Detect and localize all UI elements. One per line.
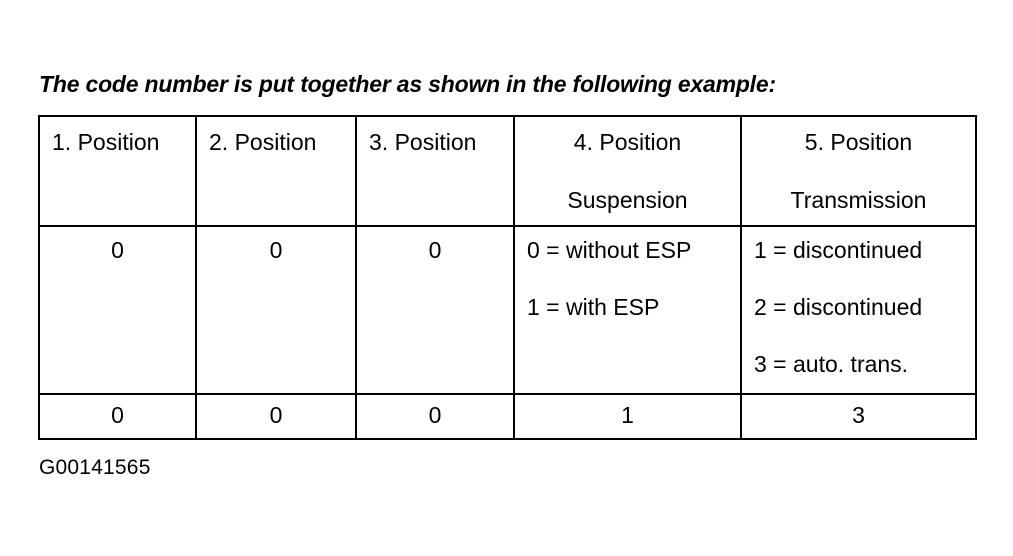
detail-option-suspension-1: 1 = with ESP [527, 294, 660, 320]
result-value-position-1: 0 [111, 402, 124, 428]
header-sublabel-transmission: Transmission [790, 187, 927, 213]
detail-value-position-1: 0 [111, 237, 124, 263]
header-cell-position-3: 3. Position [355, 115, 515, 227]
result-cell-position-1: 0 [38, 393, 197, 440]
result-cell-position-5: 3 [740, 393, 977, 440]
detail-option-transmission-3: 3 = auto. trans. [754, 351, 909, 377]
header-label-position-4: 4. Position [573, 129, 682, 155]
result-value-position-2: 0 [269, 402, 283, 428]
detail-cell-position-5: 1 = discontinued 2 = discontinued 3 = au… [740, 225, 977, 395]
table-header-row: 1. Position 2. Position 3. Position 4. P… [38, 115, 977, 227]
result-value-position-5: 3 [852, 402, 865, 428]
code-number-table: 1. Position 2. Position 3. Position 4. P… [38, 115, 977, 440]
result-cell-position-4: 1 [513, 393, 742, 440]
detail-value-position-2: 0 [269, 237, 283, 263]
detail-value-position-3: 0 [428, 237, 442, 263]
result-cell-position-2: 0 [195, 393, 357, 440]
header-cell-position-1: 1. Position [38, 115, 197, 227]
detail-option-transmission-2: 2 = discontinued [754, 294, 923, 320]
header-cell-position-5: 5. Position Transmission [740, 115, 977, 227]
detail-cell-position-2: 0 [195, 225, 357, 395]
result-cell-position-3: 0 [355, 393, 515, 440]
intro-sentence: The code number is put together as shown… [39, 71, 776, 97]
header-label-position-1: 1. Position [52, 129, 160, 155]
header-cell-position-2: 2. Position [195, 115, 357, 227]
header-label-position-2: 2. Position [209, 129, 317, 155]
table-detail-row: 0 0 0 0 = without ESP 1 = with ESP 1 = d… [38, 225, 977, 395]
detail-option-transmission-1: 1 = discontinued [754, 237, 923, 263]
figure-caption: G00141565 [39, 456, 151, 479]
detail-cell-position-3: 0 [355, 225, 515, 395]
header-label-position-5: 5. Position [804, 129, 913, 155]
header-sublabel-suspension: Suspension [567, 187, 688, 213]
result-value-position-4: 1 [621, 402, 634, 428]
header-label-position-3: 3. Position [369, 129, 477, 155]
table-result-row: 0 0 0 1 3 [38, 393, 977, 440]
result-value-position-3: 0 [428, 402, 442, 428]
detail-cell-position-1: 0 [38, 225, 197, 395]
detail-option-suspension-0: 0 = without ESP [527, 237, 692, 263]
header-cell-position-4: 4. Position Suspension [513, 115, 742, 227]
detail-cell-position-4: 0 = without ESP 1 = with ESP [513, 225, 742, 395]
